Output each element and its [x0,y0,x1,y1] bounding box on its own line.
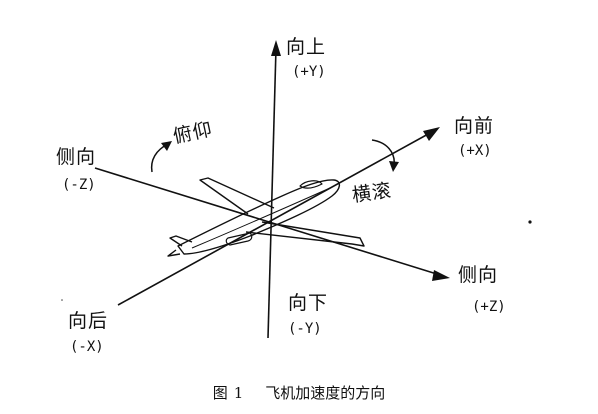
caption-figure-number: 1 [233,384,244,402]
airplane-wing-rear [199,177,275,215]
airplane-drawing [167,177,365,257]
scan-speck [528,220,532,224]
label-side-left-sign: (-Z) [62,177,96,193]
label-down: 向下 [288,292,329,314]
airplane-cockpit [299,180,323,189]
label-up-sign: (+Y) [292,64,326,80]
roll-arrowhead [389,161,399,172]
caption-text: 飞机加速度的方向 [265,384,386,402]
caption-figure-word: 图 [212,384,228,402]
scan-speck [61,299,63,301]
airplane-centerline [191,187,331,249]
airplane-fuselage [177,179,341,255]
z-axis-line [94,167,441,276]
airplane-tail-stabilizer [167,249,181,257]
x-axis-arrowhead [423,127,440,141]
airplane-wing-front [245,221,365,247]
label-backward: 向后 [68,310,109,332]
label-forward-sign: (+X) [458,143,492,159]
label-up: 向上 [286,36,327,58]
label-forward: 向前 [454,115,495,137]
label-side-left: 侧向 [56,146,97,168]
z-axis-arrowhead [432,270,450,281]
airplane-tail-fin [169,235,193,247]
label-side-right-sign: (+Z) [472,299,506,315]
airplane-engine-pod [225,232,253,246]
label-down-sign: (-Y) [288,321,322,337]
y-axis-arrowhead [271,40,281,56]
label-side-right: 侧向 [458,264,499,286]
y-axis-line [267,47,277,339]
pitch-arrowhead [161,141,172,151]
label-backward-sign: (-X) [70,339,104,355]
x-axis-line [117,132,431,306]
